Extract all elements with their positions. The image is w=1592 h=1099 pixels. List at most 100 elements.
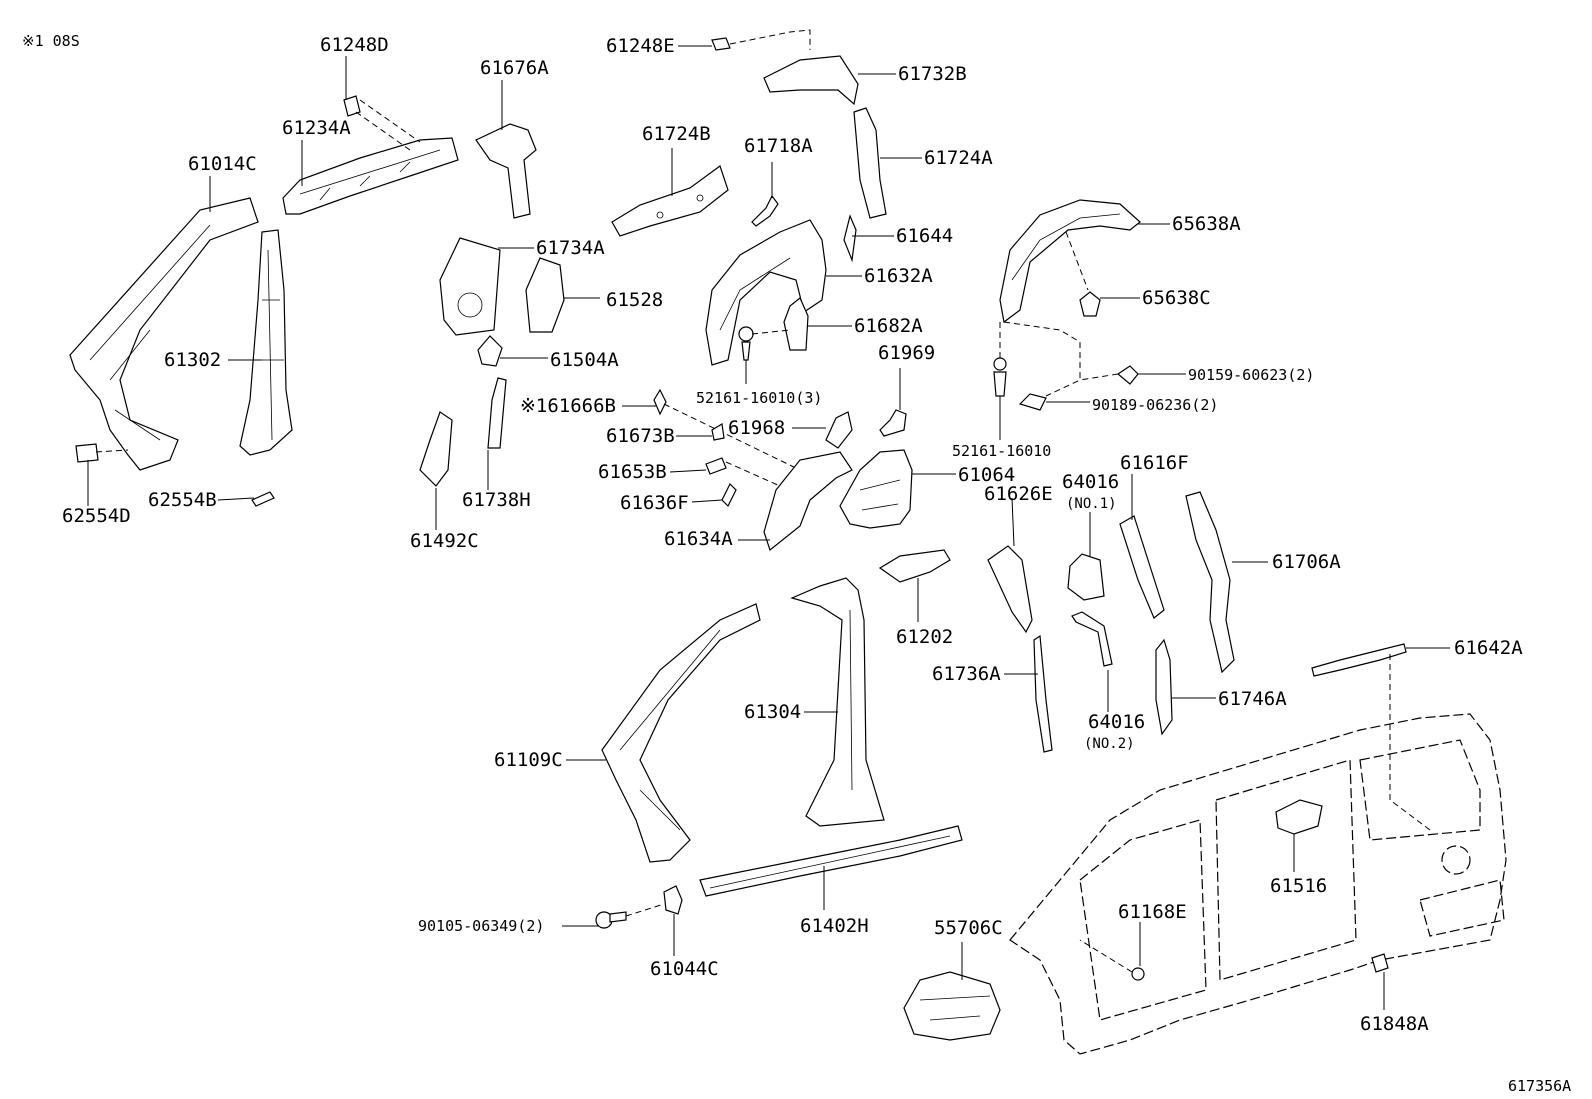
label-61632A: 61632A — [864, 265, 933, 287]
label-64016-no2-sub: (NO.2) — [1084, 736, 1135, 752]
label-61248D: 61248D — [320, 34, 389, 56]
label-61616F: 61616F — [1120, 452, 1189, 474]
label-61738H: 61738H — [462, 489, 531, 511]
part-61666B — [653, 388, 667, 416]
label-61234A: 61234A — [282, 117, 351, 139]
label-64016-no1: 64016 — [1062, 471, 1119, 493]
label-61044C: 61044C — [650, 958, 719, 980]
part-61738H — [487, 377, 507, 449]
part-61064 — [839, 449, 913, 529]
label-61634A: 61634A — [664, 528, 733, 550]
label-61304: 61304 — [744, 701, 801, 723]
label-90105-06349: 90105-06349(2) — [418, 917, 544, 935]
part-62554D-pad — [75, 443, 99, 463]
label-61168E: 61168E — [1118, 901, 1187, 923]
label-65638C: 65638C — [1142, 287, 1211, 309]
part-labels: 61248D 61234A 61014C 61302 62554D 62554B… — [62, 34, 1523, 1035]
part-61632A-wheel-arch — [705, 219, 827, 366]
part-61746A — [1155, 638, 1173, 736]
label-61969: 61969 — [878, 342, 935, 364]
label-61724A: 61724A — [924, 147, 993, 169]
label-61109C: 61109C — [494, 749, 563, 771]
label-61014C: 61014C — [188, 153, 257, 175]
part-61202 — [878, 549, 951, 583]
part-61644 — [843, 214, 857, 263]
part-61626E — [987, 545, 1033, 634]
label-61492C: 61492C — [410, 530, 479, 552]
vehicle-body-outline — [1009, 713, 1507, 1055]
part-90159-60623-screw — [1116, 365, 1139, 385]
part-64016-no1 — [1067, 553, 1105, 601]
label-65638A: 65638A — [1172, 213, 1241, 235]
part-90189-06236-bolt — [1018, 393, 1047, 411]
part-61736A — [1033, 634, 1053, 753]
part-61109C-front-pillar — [601, 603, 761, 863]
label-61644: 61644 — [896, 225, 953, 247]
part-61673B — [711, 423, 725, 441]
label-61732B: 61732B — [898, 63, 967, 85]
label-61676A: 61676A — [480, 57, 549, 79]
part-61653B — [705, 457, 727, 475]
part-65638C — [1079, 291, 1101, 317]
part-61642A — [1311, 643, 1407, 677]
label-62554B: 62554B — [148, 489, 217, 511]
label-61302: 61302 — [164, 349, 221, 371]
part-61724B — [611, 165, 729, 237]
label-61248E: 61248E — [606, 35, 675, 57]
part-62554B-pad — [251, 491, 275, 507]
label-55706C: 55706C — [934, 917, 1003, 939]
diagram-code: 617356A — [1508, 1077, 1571, 1095]
part-61634A — [763, 451, 853, 552]
label-61516: 61516 — [1270, 875, 1327, 897]
part-61968 — [825, 411, 853, 449]
part-61734A — [439, 237, 501, 336]
label-61653B: 61653B — [598, 461, 667, 483]
label-61848A: 61848A — [1360, 1013, 1429, 1035]
label-61642A: 61642A — [1454, 637, 1523, 659]
part-61014C-front-pillar — [69, 197, 259, 471]
label-61682A: 61682A — [854, 315, 923, 337]
part-61504A — [477, 335, 503, 367]
part-61248D-bracket — [343, 95, 361, 117]
label-61736A: 61736A — [932, 663, 1001, 685]
part-55706C — [903, 971, 1001, 1041]
part-61516 — [1275, 799, 1323, 835]
label-61724B: 61724B — [642, 123, 711, 145]
footnote-marker: ※1 08S — [22, 32, 80, 50]
label-61746A: 61746A — [1218, 688, 1287, 710]
part-61528 — [525, 257, 565, 333]
label-61706A: 61706A — [1272, 551, 1341, 573]
part-61706A — [1185, 491, 1235, 674]
leader-lines — [87, 45, 1450, 1010]
label-61673B: 61673B — [606, 425, 675, 447]
part-52161-16010-clip-2 — [993, 357, 1007, 397]
part-61402H-rocker — [699, 825, 963, 897]
part-90105-06349-bolt — [595, 911, 627, 929]
part-61616F — [1119, 515, 1165, 619]
label-64016-no2: 64016 — [1088, 711, 1145, 733]
label-62554D: 62554D — [62, 505, 131, 527]
part-61676A — [475, 123, 537, 219]
label-61718A: 61718A — [744, 135, 813, 157]
label-61636F: 61636F — [620, 492, 689, 514]
part-61304-center-pillar — [790, 577, 885, 827]
part-61682A — [783, 297, 809, 351]
label-52161-16010: 52161-16010 — [952, 442, 1051, 460]
part-61234A-roof-rail — [282, 137, 459, 215]
part-61732B — [763, 55, 859, 106]
part-61848A — [1371, 953, 1389, 973]
label-61734A: 61734A — [536, 237, 605, 259]
part-61718A — [751, 194, 779, 227]
part-61302-center-pillar — [239, 229, 293, 456]
part-61636F — [721, 482, 737, 508]
part-61969 — [879, 409, 907, 437]
label-61202: 61202 — [896, 626, 953, 648]
part-64016-no2 — [1071, 611, 1113, 667]
label-61626E: 61626E — [984, 483, 1053, 505]
label-52161-16010-3: 52161-16010(3) — [696, 389, 822, 407]
part-61044C — [663, 885, 683, 915]
label-61504A: 61504A — [550, 349, 619, 371]
label-61666B: ※161666B — [520, 395, 616, 417]
label-90159-60623: 90159-60623(2) — [1188, 366, 1314, 384]
label-90189-06236: 90189-06236(2) — [1092, 396, 1218, 414]
